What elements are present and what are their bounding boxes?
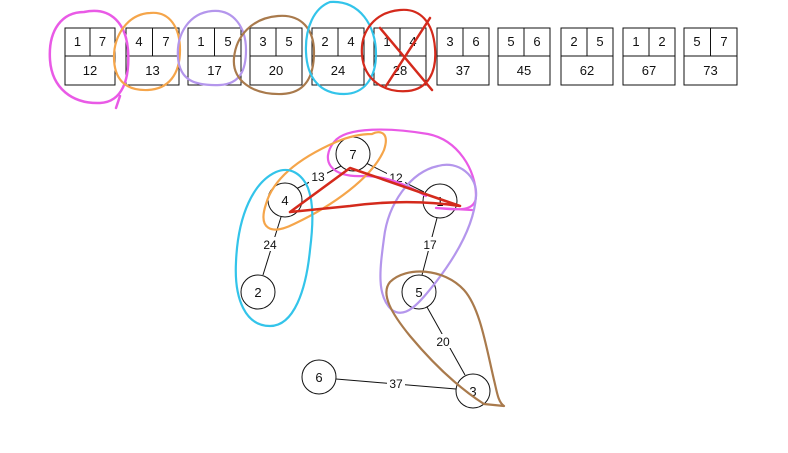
node-label: 4 — [281, 193, 288, 208]
brown-loop-mark — [385, 270, 506, 408]
edge-card: 3 5 20 — [249, 27, 303, 86]
edge-weight: 28 — [393, 63, 407, 78]
edge-u: 3 — [446, 34, 453, 49]
edge-u: 4 — [135, 34, 142, 49]
edge-weight: 73 — [703, 63, 717, 78]
cyan-loop-mark — [304, 0, 378, 96]
edge-card: 1 2 67 — [622, 27, 676, 86]
pink-loop-mark — [48, 9, 130, 110]
edge-u: 2 — [321, 34, 328, 49]
node-label: 1 — [436, 194, 443, 209]
node-label: 7 — [349, 147, 356, 162]
edge-card: 1 7 12 — [64, 27, 116, 86]
weight-label: 20 — [436, 335, 450, 349]
red-triangle-mark — [288, 166, 462, 214]
edge-weight: 67 — [642, 63, 656, 78]
edge-v: 7 — [99, 34, 106, 49]
cyan-loop-mark — [234, 168, 314, 328]
weight-label: 24 — [263, 238, 277, 252]
weight-label: 17 — [423, 238, 437, 252]
orange-loop-mark — [112, 11, 182, 92]
edge-card: 1 5 17 — [187, 27, 242, 86]
edge-u: 1 — [74, 34, 81, 49]
edge-v: 4 — [409, 34, 416, 49]
weight-label: 13 — [311, 170, 325, 184]
edge-weight: 24 — [331, 63, 345, 78]
edge-u: 5 — [693, 34, 700, 49]
graph-node — [455, 373, 491, 409]
edge-card: 5 6 45 — [497, 27, 551, 86]
node-label: 2 — [254, 285, 261, 300]
brown-loop-mark — [232, 14, 316, 96]
edge-card: 5 7 73 — [683, 27, 738, 86]
red-loop-mark — [360, 8, 437, 93]
edge-v: 2 — [658, 34, 665, 49]
edge-v: 5 — [285, 34, 292, 49]
purple-loop-mark — [176, 9, 248, 87]
edge-list: 1 7 12 4 7 13 1 5 17 3 5 20 — [64, 27, 738, 86]
purple-loop-mark — [379, 163, 478, 314]
graph-annotations — [234, 128, 506, 408]
graph-weights: 13 12 24 17 20 37 — [261, 169, 452, 391]
edge-weight: 20 — [269, 63, 283, 78]
edge-card: 4 7 13 — [125, 27, 180, 86]
graph-node — [401, 274, 437, 310]
edge-v: 5 — [224, 34, 231, 49]
edge-list-annotations — [48, 0, 437, 110]
edge-u: 1 — [632, 34, 639, 49]
graph-node — [240, 274, 276, 310]
edge-weight: 12 — [83, 63, 97, 78]
edge-v: 7 — [720, 34, 727, 49]
red-cross-mark — [378, 16, 434, 92]
edge-v: 4 — [347, 34, 354, 49]
edge-weight: 45 — [517, 63, 531, 78]
edge-card: 2 5 62 — [560, 27, 614, 86]
edge-u: 5 — [507, 34, 514, 49]
edge-weight: 62 — [580, 63, 594, 78]
edge-weight: 13 — [145, 63, 159, 78]
graph-node — [301, 359, 337, 395]
edge-u: 1 — [383, 34, 390, 49]
edge-weight: 37 — [456, 63, 470, 78]
edge-card: 2 4 24 — [311, 27, 365, 86]
edge-weight: 17 — [207, 63, 221, 78]
edge-v: 7 — [162, 34, 169, 49]
edge-u: 2 — [570, 34, 577, 49]
edge-v: 6 — [472, 34, 479, 49]
edge-u: 1 — [197, 34, 204, 49]
edge-card: 3 6 37 — [436, 27, 490, 86]
graph-nodes: 7 4 1 2 5 6 3 — [240, 136, 491, 409]
edge-v: 6 — [533, 34, 540, 49]
weight-label: 37 — [389, 377, 403, 391]
node-label: 3 — [469, 384, 476, 399]
edge-u: 3 — [259, 34, 266, 49]
orange-loop-mark — [262, 131, 387, 231]
edge-v: 5 — [596, 34, 603, 49]
node-label: 5 — [415, 285, 422, 300]
node-label: 6 — [315, 370, 322, 385]
